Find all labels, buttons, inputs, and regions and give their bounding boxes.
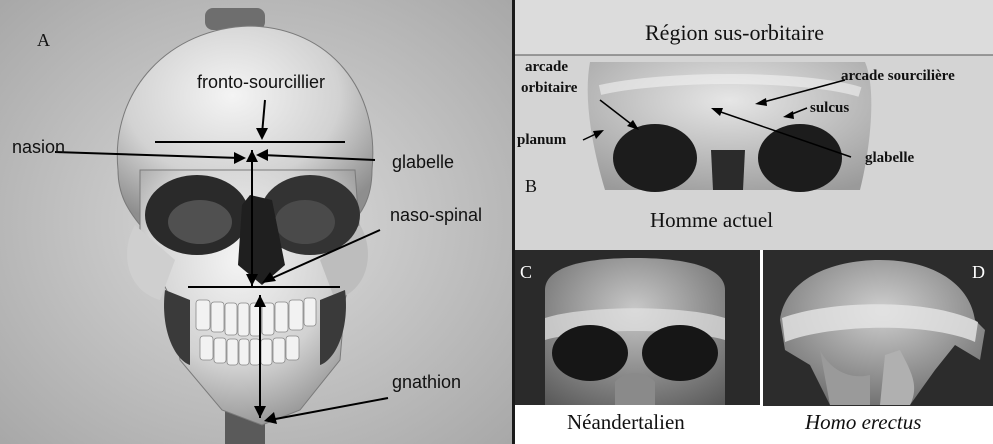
label-gnathion: gnathion — [392, 372, 461, 393]
panel-d-letter: D — [972, 262, 985, 283]
label-sulcus: sulcus — [810, 100, 849, 117]
panel-d-caption: Homo erectus — [805, 410, 921, 435]
panel-b-letter: B — [525, 176, 537, 197]
label-glabelle: glabelle — [392, 152, 454, 173]
label-arcade-sourciliere: arcade sourcilière — [841, 68, 955, 85]
label-planum: planum — [517, 132, 566, 149]
panel-d-homo-erectus: D Homo erectus — [760, 250, 993, 444]
panel-b-caption: Homme actuel — [650, 208, 773, 233]
label-arcade-orbitaire-line1: arcade — [525, 59, 568, 76]
label-fronto-sourcillier: fronto-sourcillier — [197, 72, 325, 93]
panel-c-caption: Néandertalien — [567, 410, 685, 435]
label-glabelle-b: glabelle — [865, 150, 914, 167]
panel-a-letter: A — [37, 30, 50, 51]
panel-c-letter: C — [520, 262, 532, 283]
panel-b-modern-human: Région sus-orbitaire arcade orbitaire pl… — [515, 0, 993, 250]
panel-c-neanderthal: C Néandertalien — [515, 250, 760, 444]
label-naso-spinal: naso-spinal — [390, 205, 482, 226]
panel-b-title: Région sus-orbitaire — [645, 20, 824, 46]
label-nasion: nasion — [12, 137, 65, 158]
panel-a-skull-front: A fronto-sourcillier nasion glabelle nas… — [0, 0, 515, 444]
label-arcade-orbitaire-line2: orbitaire — [521, 80, 577, 97]
